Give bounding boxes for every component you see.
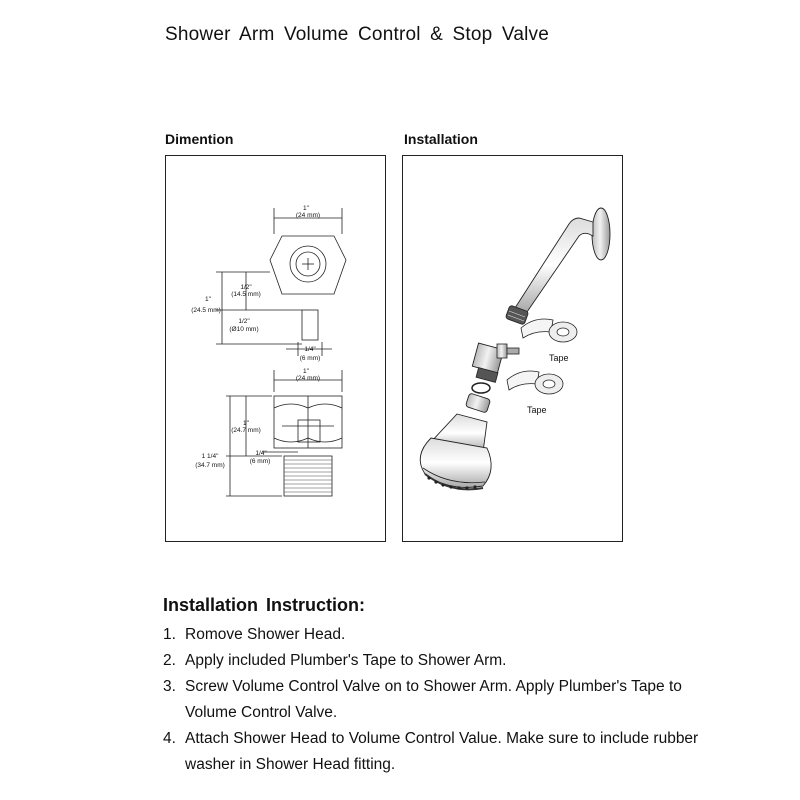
dim-one-in-b: 1" [243, 420, 250, 427]
instruction-step: 1. Romove Shower Head. [163, 622, 723, 648]
instruction-heading: Installation Instruction: [163, 595, 366, 615]
dim-one-mm-a: (24.5 mm) [191, 307, 221, 314]
shower-head [419, 393, 492, 491]
tape-roll-2 [506, 370, 564, 395]
dim-side-width-in: 1" [303, 368, 310, 375]
document-title: Shower Arm Volume Control & Stop Valve [165, 24, 549, 45]
step-text: Screw Volume Control Valve on to Shower … [185, 678, 682, 721]
dim-one-quarter-in: 1 1/4" [202, 453, 219, 460]
tape-label-1: Tape [549, 353, 569, 363]
step-text: Attach Shower Head to Volume Control Val… [185, 730, 699, 773]
dim-top-width-mm: (24 mm) [296, 212, 320, 219]
wall-flange [591, 207, 611, 261]
instruction-step: 3. Screw Volume Control Valve on to Show… [163, 674, 723, 726]
dim-half-mm-a: (14.5 mm) [231, 291, 261, 298]
dim-one-mm-b: (24.7 mm) [231, 427, 261, 434]
dim-quarter-mm-b: (6 mm) [250, 458, 271, 465]
valve-hex-body [269, 235, 347, 295]
step-text: Apply included Plumber's Tape to Shower … [185, 652, 507, 669]
valve-bore-inner [295, 251, 321, 277]
volume-control-valve [471, 342, 520, 383]
dimension-panel-label: Dimention [165, 131, 234, 147]
valve-handle-side [297, 419, 321, 443]
dim-top-width-in: 1" [303, 205, 310, 212]
arm-thread [505, 305, 529, 325]
step-number: 4. [163, 730, 176, 747]
thread-hatching [284, 459, 332, 493]
dim-half-in-b: 1/2" [238, 318, 250, 325]
valve-bore-outer [289, 245, 327, 283]
dim-quarter-in-a: 1/4" [304, 346, 316, 353]
rubber-washer [471, 382, 491, 394]
tape-roll-1 [520, 318, 578, 343]
dim-side-width-mm: (24 mm) [296, 375, 320, 382]
shower-arm [514, 217, 594, 313]
installation-panel-label: Installation [404, 131, 478, 147]
dim-one-in-a: 1" [205, 296, 212, 303]
installation-drawing: Tape Tape [419, 207, 611, 491]
installation-panel: Tape Tape [402, 155, 623, 542]
tape-label-2: Tape [527, 405, 547, 415]
instruction-step: 2. Apply included Plumber's Tape to Show… [163, 648, 723, 674]
dim-quarter-in-b: 1/4" [255, 450, 267, 457]
valve-stem [301, 309, 319, 341]
dimension-panel: 1" (24 mm) 1/2" (14.5 mm) 1" (24.5 mm) 1… [165, 155, 386, 542]
dimension-drawing: 1" (24 mm) 1/2" (14.5 mm) 1" (24.5 mm) 1… [191, 205, 347, 497]
step-number: 2. [163, 652, 176, 669]
dim-one-quarter-mm: (34.7 mm) [195, 462, 225, 469]
dim-half-mm-b: (Ø10 mm) [229, 326, 258, 333]
step-number: 3. [163, 678, 176, 695]
dim-half-in-a: 1/2" [240, 284, 252, 291]
step-text: Romove Shower Head. [185, 626, 346, 643]
dim-quarter-mm-a: (6 mm) [300, 355, 321, 362]
step-number: 1. [163, 626, 176, 643]
instruction-list: 1. Romove Shower Head. 2. Apply included… [163, 622, 723, 778]
instruction-step: 4. Attach Shower Head to Volume Control … [163, 726, 723, 778]
